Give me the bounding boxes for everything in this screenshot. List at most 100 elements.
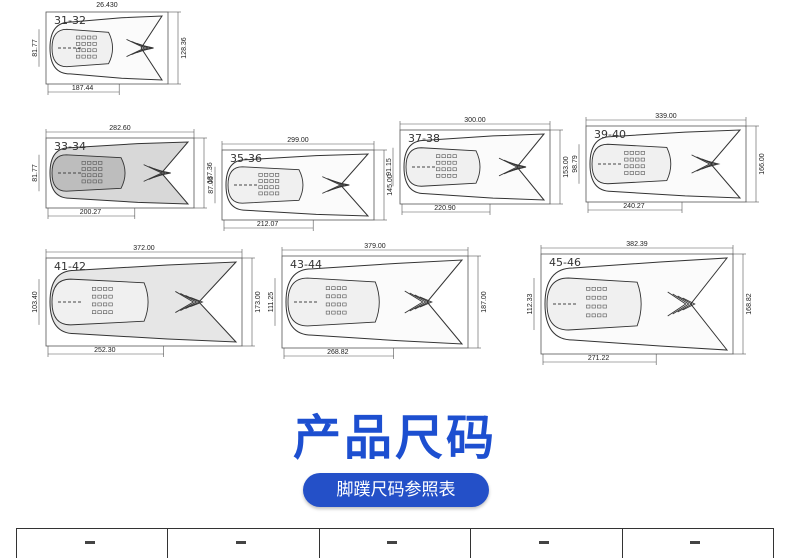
length-dimension: 200.27 [80, 209, 102, 216]
grip-pad [92, 294, 97, 299]
grip-pad [92, 167, 97, 171]
grip-pad [586, 295, 591, 300]
grip-pad [275, 173, 280, 177]
blade-chevron [332, 180, 348, 190]
grip-pad [591, 304, 596, 309]
grip-pad [258, 173, 263, 177]
blade-chevron [677, 295, 693, 313]
height-dimension: 145.00 [387, 174, 394, 196]
grip-pad [81, 54, 86, 59]
dimension-frame [45, 257, 243, 347]
grip-pad [76, 54, 81, 59]
grip-pad [331, 286, 336, 290]
overall-length-dimension: 299.00 [287, 137, 309, 144]
grip-pad [591, 287, 596, 291]
blade-chevron [414, 294, 430, 310]
grip-pad [325, 310, 330, 315]
grip-pad [87, 173, 92, 178]
length-dimension: 268.82 [327, 349, 349, 356]
blade-chevron [404, 290, 424, 314]
blade-chevron [180, 293, 198, 311]
blade-chevron [508, 161, 525, 173]
blade-chevron [498, 157, 519, 177]
blade-chevron [141, 44, 154, 52]
grip-pad [269, 185, 274, 190]
size-label: 45-46 [549, 256, 581, 269]
grip-pad [629, 151, 634, 155]
grip-pad [624, 157, 629, 162]
blade-chevron [409, 292, 427, 312]
blade-chevron [337, 182, 350, 188]
grip-pad [108, 310, 113, 314]
grip-pad [640, 151, 645, 155]
grip-pad [441, 160, 446, 165]
grip-pad [640, 164, 645, 169]
grip-pad [629, 171, 634, 175]
grip-pad [597, 313, 602, 318]
grip-pad [76, 35, 81, 40]
foot-pocket [546, 277, 642, 331]
grip-pad [629, 164, 634, 169]
width-dimension: 98.79 [572, 155, 579, 173]
grip-pad [336, 310, 341, 315]
grip-pad [342, 302, 347, 307]
table-cell [167, 529, 318, 558]
blade-chevron [682, 297, 696, 311]
width-dimension: 111.25 [268, 292, 275, 312]
grip-pad [331, 294, 336, 299]
grip-pad [635, 157, 640, 162]
grip-pad [597, 295, 602, 300]
height-dimension: 128.36 [181, 37, 188, 59]
size-label: 33-34 [54, 140, 86, 153]
width-dimension: 81.77 [32, 39, 39, 57]
grip-pad [624, 151, 629, 155]
foot-pocket [287, 277, 380, 327]
grip-pad [602, 304, 607, 309]
grip-pad [640, 157, 645, 162]
grip-pad [81, 35, 86, 40]
grip-pad [81, 48, 86, 53]
grip-pad [92, 287, 97, 291]
grip-pad [447, 154, 452, 158]
foot-pocket [51, 278, 149, 326]
grip-pad [98, 167, 103, 171]
blade-chevron [158, 170, 171, 176]
size-label: 39-40 [594, 128, 626, 141]
blade-chevron [667, 291, 687, 317]
size-label: 43-44 [290, 258, 322, 271]
blade-chevron [190, 297, 204, 307]
height-dimension: 168.82 [746, 293, 753, 315]
grip-pad [331, 310, 336, 315]
page-title: 产品尺码 [292, 410, 497, 466]
size-diagrams: 31-32187.4426.430128.3681.7733-34200.272… [32, 2, 766, 365]
grip-pad [336, 286, 341, 290]
length-dimension: 271.22 [588, 355, 610, 362]
length-dimension: 252.30 [94, 347, 116, 354]
grip-pad [624, 171, 629, 175]
grip-pad [624, 164, 629, 169]
grip-pad [629, 157, 634, 162]
grip-pad [87, 54, 92, 59]
grip-pad [103, 287, 108, 291]
grip-pad [76, 42, 81, 46]
length-dimension: 240.27 [623, 203, 645, 210]
overall-length-dimension: 372.00 [133, 245, 155, 252]
grip-pad [97, 310, 102, 314]
grip-pad [108, 294, 113, 299]
height-dimension: 153.00 [563, 156, 570, 178]
grip-pad [331, 302, 336, 307]
grip-pad [447, 174, 452, 178]
overall-length-dimension: 339.00 [655, 113, 677, 120]
grip-pad [436, 154, 441, 158]
grip-pad [635, 151, 640, 155]
dimension-frame [540, 253, 734, 355]
height-dimension: 187.00 [481, 291, 488, 313]
grip-pad [452, 160, 457, 165]
grip-pad [269, 173, 274, 177]
dimension-frame [45, 11, 169, 85]
foot-pocket [51, 28, 114, 68]
